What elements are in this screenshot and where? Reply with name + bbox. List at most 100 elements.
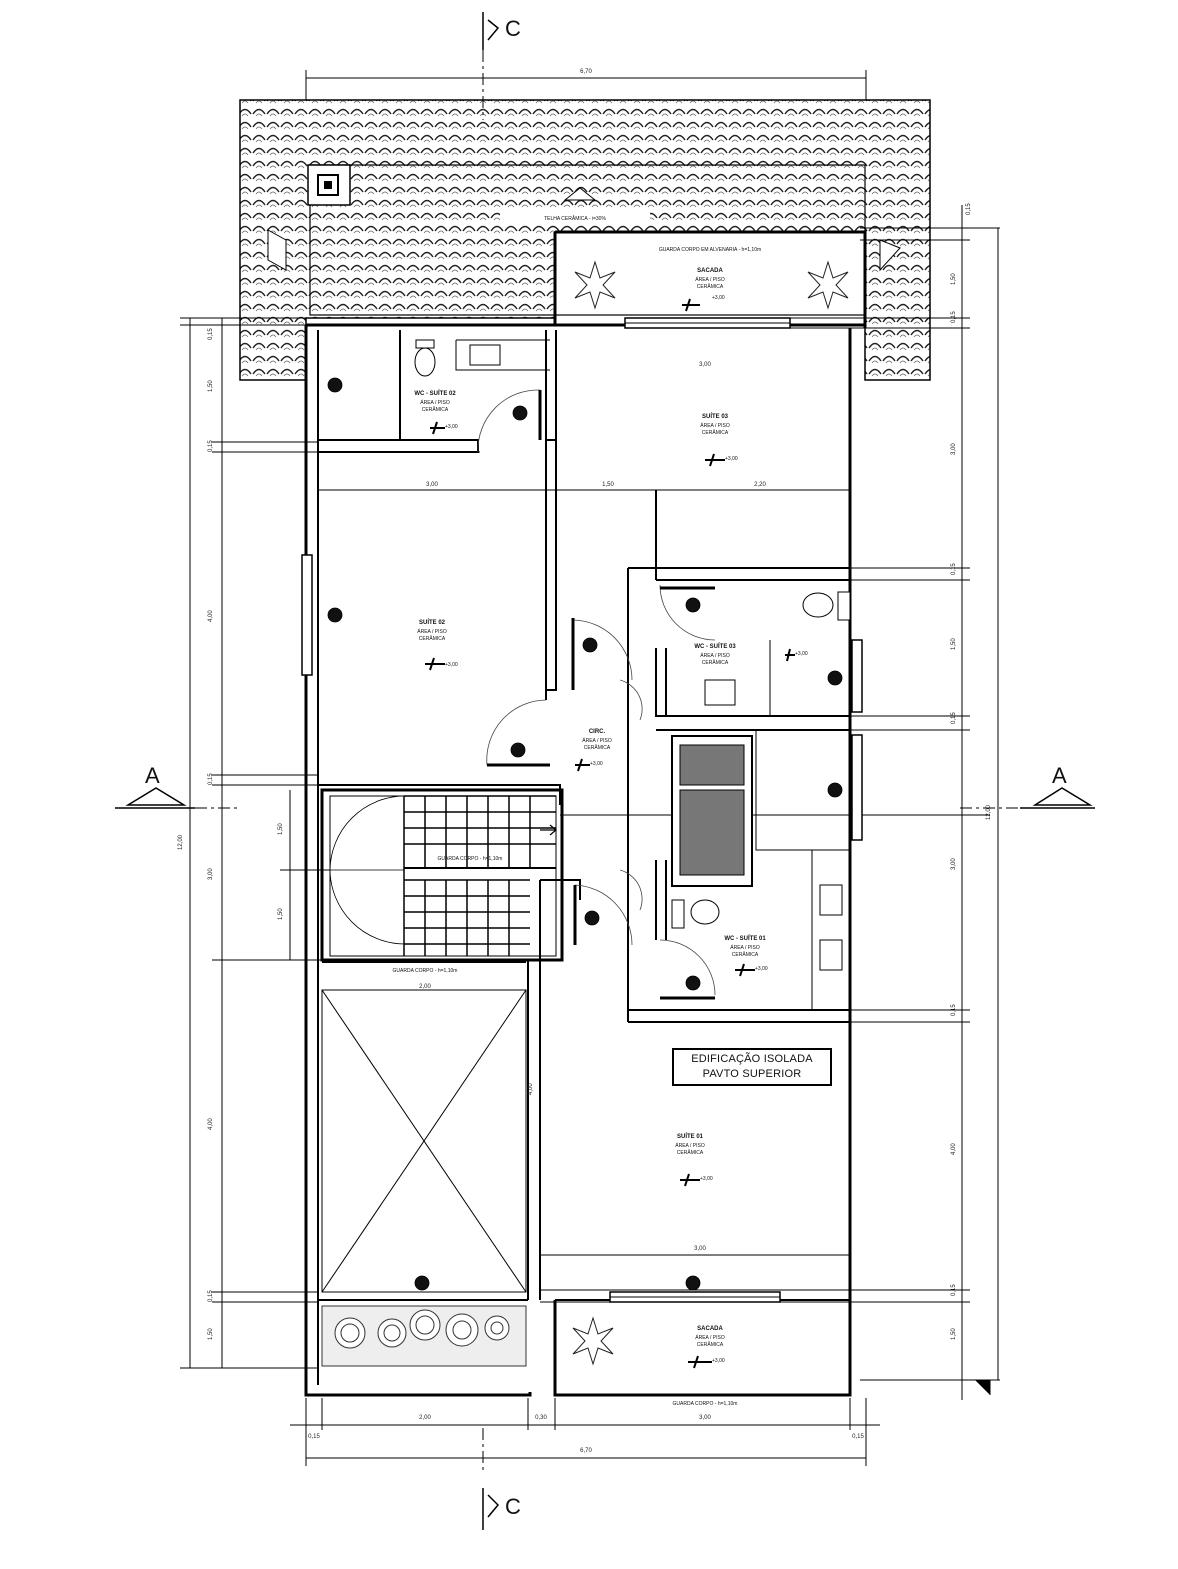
level-markers [425,298,795,1369]
roof-tiles: TELHA CERÂMICA - i=30% [239,99,931,381]
dim-bottom-center: 0,30 [535,1415,547,1421]
door-tag-j1: J1 [332,383,338,389]
walls [304,230,867,1397]
door-tag-j2a: J2 [832,676,838,682]
svg-text:ÁREA / PISO: ÁREA / PISO [420,399,450,406]
dim-stair-1: 1,50 [278,823,284,835]
room-suite-01: SUÍTE 01 ÁREA / PISO CERÂMICA +3,00 [675,1132,713,1182]
svg-text:CERÂMICA: CERÂMICA [677,1149,704,1156]
svg-text:ÁREA / PISO: ÁREA / PISO [582,737,612,744]
dim-right-11: 0,15 [951,1284,957,1296]
drawing-title: EDIFICAÇÃO ISOLADA PAVTO SUPERIOR [672,1048,832,1086]
svg-text:+3,00: +3,00 [725,456,738,462]
staircase [320,788,564,962]
svg-text:SUÍTE 03: SUÍTE 03 [702,412,729,420]
room-wc-suite-02: WC - SUÍTE 02 ÁREA / PISO CERÂMICA +3,00 [414,389,458,430]
dim-mid-left: 3,00 [426,482,438,488]
door-tag-p2: P2 [587,643,593,649]
dim-overall-width-bottom: 6,70 [580,1448,592,1454]
svg-text:ÁREA / PISO: ÁREA / PISO [695,1334,725,1341]
section-c-bottom [482,1428,500,1530]
drawing-title-line1: EDIFICAÇÃO ISOLADA [691,1053,813,1065]
door-tag-j2b: J2 [832,788,838,794]
dim-overall-width-top: 6,70 [580,69,592,75]
svg-text:WC - SUÍTE 03: WC - SUÍTE 03 [694,642,736,650]
dim-left-9: 1,50 [208,1328,214,1340]
svg-text:+3,00: +3,00 [712,295,725,301]
stair-rail-note: GUARDA CORPO - h=1,10m [438,856,503,862]
door-tag-p1b: P1 [690,603,696,609]
dim-void-width: 2,00 [419,984,431,990]
dim-suite1-width: 3,00 [694,1246,706,1252]
planter [321,1305,527,1367]
section-a-right-label: A [1052,763,1067,788]
svg-text:CERÂMICA: CERÂMICA [732,951,759,958]
dim-right-1: 0,15 [966,203,972,215]
svg-text:ÁREA / PISO: ÁREA / PISO [695,276,725,283]
svg-text:WC - SUÍTE 02: WC - SUÍTE 02 [414,389,456,397]
svg-text:+3,00: +3,00 [590,761,603,767]
windows [301,317,863,1303]
section-c-top-label: C [505,16,521,41]
svg-text:SACADA: SACADA [697,1326,723,1332]
right-dimensions [540,205,1000,1400]
dim-right-12: 1,50 [951,1328,957,1340]
door-tag-p4: P4 [589,916,595,922]
left-dimensions [180,317,560,1369]
dim-right-7: 0,15 [951,712,957,724]
svg-text:+3,00: +3,00 [445,424,458,430]
dim-left-1: 0,15 [208,328,214,340]
svg-text:SUÍTE 02: SUÍTE 02 [419,618,446,626]
svg-text:CERÂMICA: CERÂMICA [697,283,724,290]
door-tags [327,377,843,1291]
dim-left-6: 3,00 [208,868,214,880]
dim-bottom-right: 3,00 [699,1415,711,1421]
bottom-rail-note: GUARDA CORPO - h=1,10m [673,1401,738,1407]
dim-bottom-wall-left: 0,15 [308,1434,320,1440]
svg-text:CERÂMICA: CERÂMICA [422,406,449,413]
dim-mid-right: 2,20 [754,482,766,488]
door-tag-p6: P6 [690,1281,696,1287]
room-suite-02: SUÍTE 02 ÁREA / PISO CERÂMICA +3,00 [417,618,458,668]
section-c-top [482,12,500,120]
dim-right-overall: 12,00 [986,804,992,820]
svg-text:WC - SUÍTE 01: WC - SUÍTE 01 [724,934,766,942]
balcony-plants [572,260,849,1366]
section-a-left [115,787,240,809]
dim-right-3: 0,15 [951,311,957,323]
dim-right-9: 0,15 [951,1004,957,1016]
dim-right-4: 3,00 [951,443,957,455]
svg-text:+3,00: +3,00 [795,651,808,657]
door-tag-j1b: J1 [419,1281,425,1287]
dim-left-4: 4,00 [208,610,214,622]
svg-text:+3,00: +3,00 [445,662,458,668]
dim-right-10: 4,00 [951,1143,957,1155]
dim-bottom-left: 2,00 [419,1415,431,1421]
roof-label: TELHA CERÂMICA - i=30% [544,215,606,222]
svg-text:+3,00: +3,00 [755,966,768,972]
svg-text:CERÂMICA: CERÂMICA [702,429,729,436]
dim-left-5: 0,15 [208,773,214,785]
svg-text:+3,00: +3,00 [700,1176,713,1182]
dim-left-3: 0,15 [208,440,214,452]
svg-text:ÁREA / PISO: ÁREA / PISO [730,944,760,951]
fixtures [414,339,851,971]
dim-right-6: 1,50 [951,638,957,650]
section-c-bottom-label: C [505,1494,521,1519]
door-tag-p1a: P1 [517,411,523,417]
section-a-right [960,787,1095,809]
dim-corridor: 4,00 [528,1083,534,1095]
svg-text:ÁREA / PISO: ÁREA / PISO [675,1142,705,1149]
room-wc-suite-03: WC - SUÍTE 03 ÁREA / PISO CERÂMICA +3,00 [694,642,808,666]
dim-left-overall: 12,00 [178,834,184,850]
room-wc-suite-01: WC - SUÍTE 01 ÁREA / PISO CERÂMICA +3,00 [724,934,768,972]
svg-text:+3,00: +3,00 [712,1358,725,1364]
section-a-left-label: A [145,763,160,788]
door-tag-p5: P5 [690,981,696,987]
dim-right-2: 1,50 [951,273,957,285]
svg-text:CIRC.: CIRC. [589,729,606,735]
svg-text:ÁREA / PISO: ÁREA / PISO [700,652,730,659]
dim-bottom-wall-right: 0,15 [852,1434,864,1440]
svg-text:ÁREA / PISO: ÁREA / PISO [417,628,447,635]
